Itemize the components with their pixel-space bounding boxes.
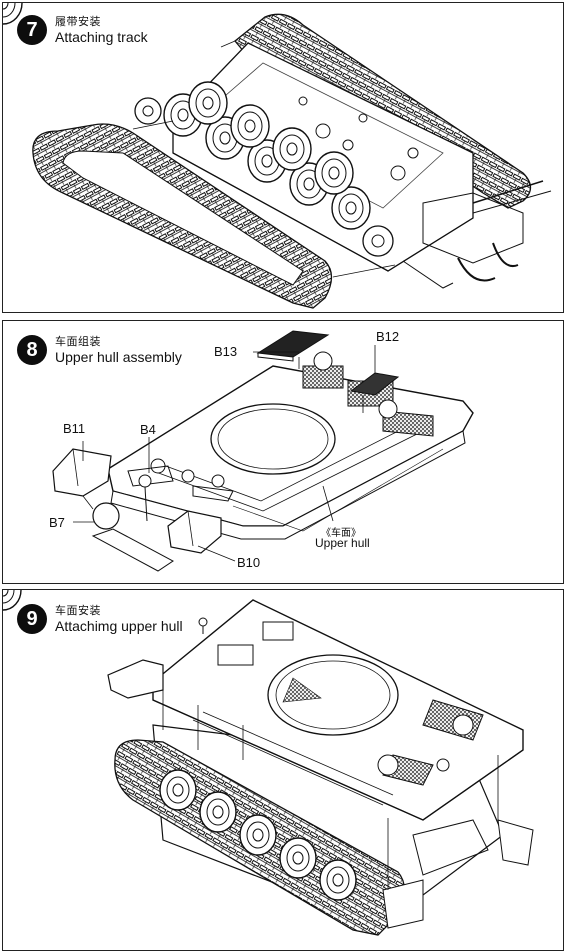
- step-7-title-cn: 履带安装: [55, 16, 101, 28]
- step-7-title-en: Attaching track: [55, 29, 148, 45]
- assembly-lines: [162, 690, 499, 890]
- callout-b10: B10: [237, 555, 261, 570]
- upper-hull-label-cn: 《车面》: [321, 528, 361, 539]
- callout-b11: B11: [63, 421, 86, 436]
- step-9-title-cn: 车面安装: [55, 605, 101, 617]
- upper-hull-deck: [107, 351, 474, 540]
- road-wheels: [3, 3, 394, 257]
- part-b10: [167, 510, 222, 554]
- near-track: [32, 123, 333, 309]
- step-9-panel: 9 车面安装 Attachimg upper hull: [2, 589, 564, 951]
- callout-b13: B13: [214, 344, 238, 359]
- step-9-title-en: Attachimg upper hull: [55, 618, 183, 634]
- step-8-illustration: [52, 330, 474, 572]
- assembly-lines: [73, 345, 376, 562]
- step-8-title-en: Upper hull assembly: [55, 349, 182, 365]
- step-8-panel: 8 车面组装 Upper hull assembly: [2, 320, 564, 584]
- callout-b4: B4: [140, 422, 156, 437]
- part-b11: [52, 448, 112, 497]
- step-7-illustration: [3, 3, 552, 309]
- lower-plate: [91, 528, 174, 572]
- callout-b12: B12: [376, 329, 400, 344]
- step-8-number-badge: 8: [17, 335, 47, 365]
- part-b4: [138, 474, 152, 522]
- step-7-panel: 7 履带安装 Attaching track: [2, 2, 564, 313]
- part-b12-grille: [349, 372, 400, 396]
- upper-hull: [107, 599, 524, 821]
- part-b13-grille: [256, 330, 330, 362]
- step-8-title-cn: 车面组装: [55, 336, 101, 348]
- assembly-lines: [132, 40, 396, 278]
- step-7-number-badge: 7: [17, 15, 47, 45]
- step-9-illustration: [3, 590, 534, 936]
- part-b7: [92, 502, 120, 530]
- callout-b7: B7: [49, 515, 65, 530]
- step-9-number-badge: 9: [17, 604, 47, 634]
- upper-hull-label-en: Upper hull: [315, 536, 370, 550]
